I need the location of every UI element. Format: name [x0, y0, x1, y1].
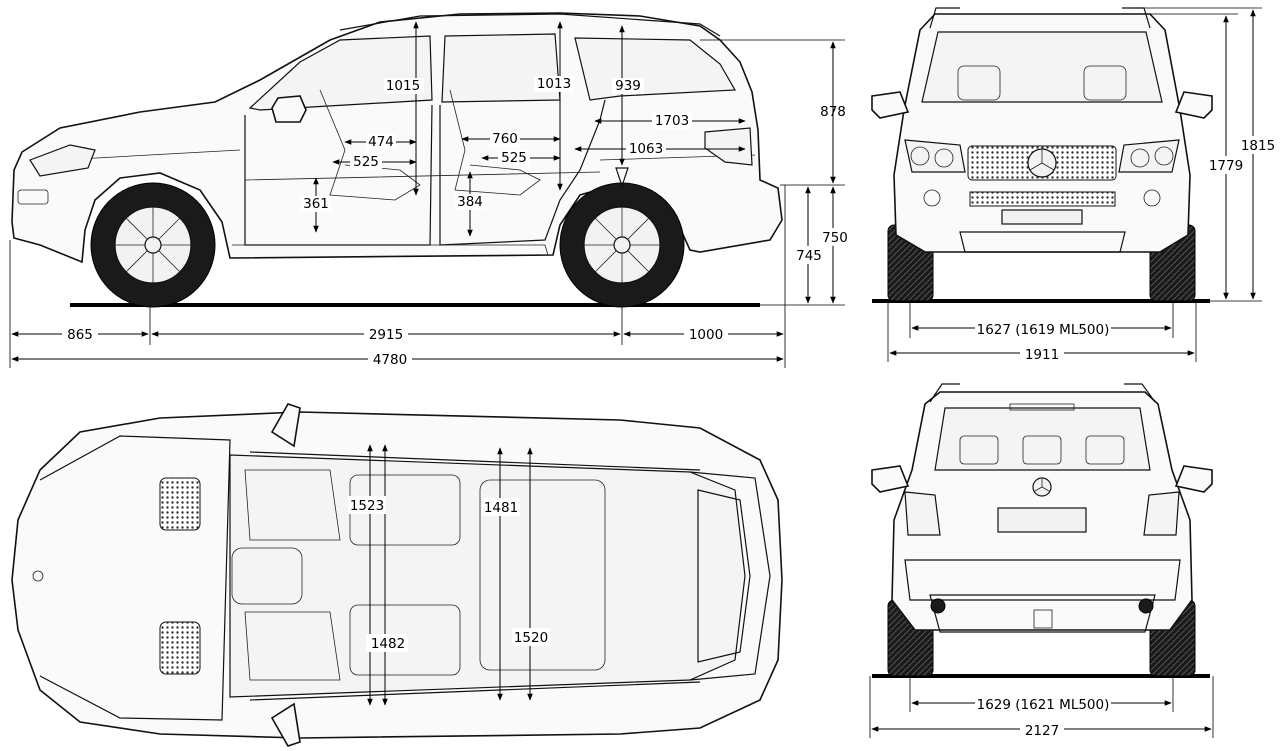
front-fog-right: [1143, 189, 1161, 207]
top-vent-right: [159, 621, 201, 675]
rear-bumper: [904, 559, 1181, 601]
top-front-seat-right: [349, 604, 461, 676]
dim-upper-height: 878: [820, 104, 846, 120]
front-view: [871, 7, 1213, 303]
side-rear-seat: [449, 89, 541, 196]
side-view: [11, 12, 783, 308]
dim-front-seat-depth: 474: [368, 134, 394, 150]
dim-roof-height: 1779: [1209, 158, 1243, 174]
dim-rear-overhang: 1000: [689, 327, 723, 343]
top-rear-hatch: [689, 471, 771, 681]
top-center-console: [231, 547, 303, 605]
rear-dimensions: 1629 (1621 ML500) 2127: [869, 676, 1214, 739]
rear-headrest-left: [959, 435, 999, 465]
top-rear-glass: [697, 489, 751, 663]
dim-rear-cushion: 525: [501, 150, 527, 166]
side-rear-wheel: [559, 182, 685, 308]
side-front-wheel: [90, 182, 216, 308]
top-front-emblem: [32, 570, 44, 582]
rear-view: [871, 383, 1213, 678]
front-fog-left: [923, 189, 941, 207]
dim-overall-height: 1815: [1241, 138, 1275, 154]
top-rear-bench: [479, 479, 606, 671]
side-sill: [232, 244, 549, 256]
dim-front-seat-height: 361: [303, 196, 329, 212]
top-mirror-left: [270, 403, 301, 448]
dim-width-with-mirrors: 2127: [1025, 723, 1059, 739]
dim-sill-height: 745: [796, 248, 822, 264]
dim-rear-seat-height: 384: [457, 194, 483, 210]
rear-taillamp-right: [1143, 491, 1180, 536]
rear-brake-light: [1009, 403, 1075, 411]
rear-mirror-left: [871, 465, 910, 493]
front-seat-right: [1083, 65, 1127, 101]
rear-headrest-right: [1085, 435, 1125, 465]
side-dimensions: 865 2915 1000 4780 878 750 745 1015 1013…: [9, 21, 850, 368]
rear-mirror-right: [1174, 465, 1213, 493]
side-cargo-marker: [615, 167, 629, 188]
top-passenger-area: [244, 611, 341, 681]
rear-taillamp-left: [904, 491, 941, 536]
rear-exhaust-right: [1138, 598, 1154, 614]
dim-front-overhang: 865: [67, 327, 93, 343]
dim-rear-seat-depth: 760: [492, 131, 518, 147]
rear-diffuser: [929, 594, 1156, 633]
rear-window: [934, 407, 1151, 471]
top-mirror-right: [270, 702, 301, 747]
dim-cargo-height: 939: [615, 78, 641, 94]
front-seat-left: [957, 65, 1001, 101]
dim-rear-headroom: 1013: [537, 76, 571, 92]
side-roof-rail: [339, 13, 721, 37]
top-roof-rails: [249, 451, 701, 701]
dim-rear-shoulder-width: 1481: [484, 500, 518, 516]
dim-front-hip-width: 1482: [371, 636, 405, 652]
front-dimensions: 1627 (1619 ML500) 1911 1815 1779: [887, 7, 1276, 363]
side-fog-lamp: [17, 189, 49, 205]
top-hood: [39, 435, 231, 721]
rear-exhaust-left: [930, 598, 946, 614]
rear-license-plate: [997, 507, 1087, 533]
front-mirror-left: [871, 91, 910, 119]
side-front-seat: [319, 89, 421, 201]
dim-overall-width: 1911: [1025, 347, 1059, 363]
top-dimensions: 1523 1481 1482 1520: [348, 444, 550, 706]
dim-overall-length: 4780: [373, 352, 407, 368]
top-driver-area: [244, 469, 341, 541]
top-vent-left: [159, 477, 201, 531]
dim-front-cushion: 525: [353, 154, 379, 170]
front-windshield: [921, 31, 1163, 103]
dim-cargo-length-upper: 1703: [655, 113, 689, 129]
dim-wheelbase: 2915: [369, 327, 403, 343]
dim-cargo-length-lower: 1063: [629, 141, 663, 157]
dim-track-front: 1627 (1619 ML500): [977, 322, 1110, 338]
front-license-plate: [1001, 209, 1083, 225]
top-cabin: [229, 454, 746, 698]
dim-front-shoulder-width: 1523: [350, 498, 384, 514]
front-mirror-right: [1174, 91, 1213, 119]
rear-roof-rails: [929, 383, 1156, 403]
side-mirror: [271, 95, 307, 123]
dim-mirror-height: 750: [822, 230, 848, 246]
side-headlamp: [29, 144, 96, 177]
top-view: [11, 403, 783, 747]
dim-rear-hip-width: 1520: [514, 630, 548, 646]
dim-front-headroom: 1015: [386, 78, 420, 94]
dim-track-rear: 1629 (1621 ML500): [977, 697, 1110, 713]
front-underguard: [959, 231, 1126, 253]
rear-headrest-center: [1022, 435, 1062, 465]
